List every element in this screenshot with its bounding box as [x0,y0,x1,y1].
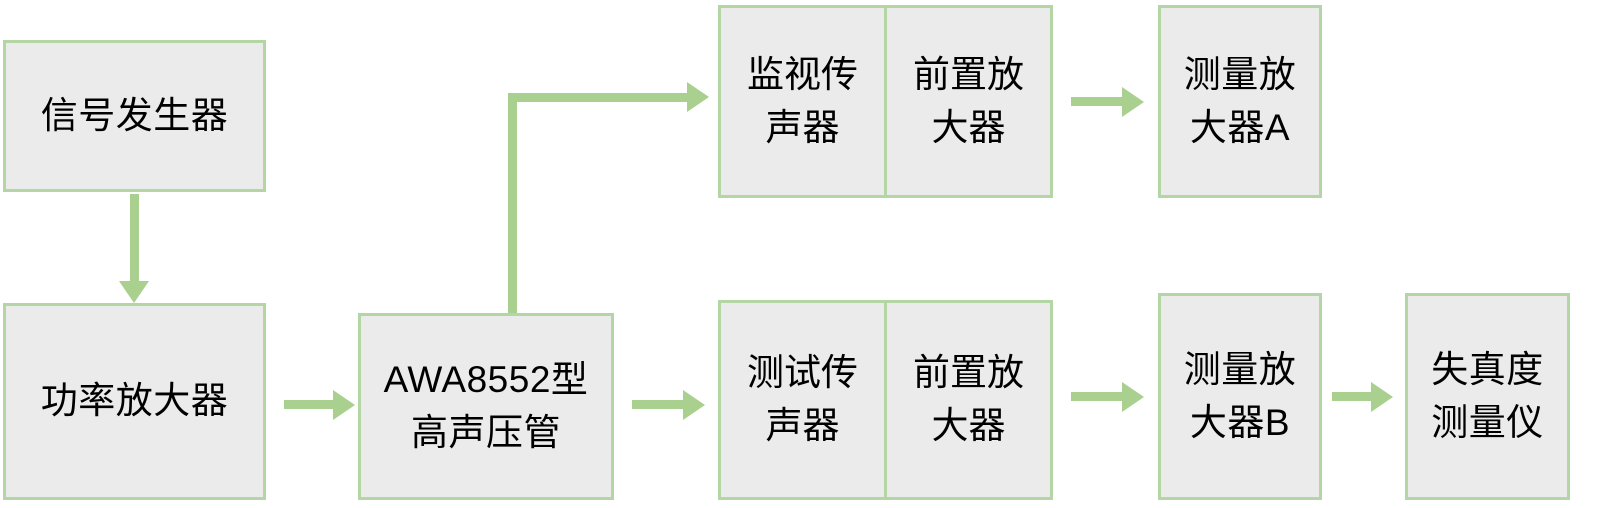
node-monitor-microphone-line2: 声器 [765,106,840,148]
node-measuring-amplifier-b[interactable]: 测量放 大器B [1158,293,1322,500]
arrow-head-right-icon [1371,382,1393,412]
node-preamplifier-bottom[interactable]: 前置放 大器 [887,303,1050,497]
connector-line-vertical [508,93,517,313]
node-awa8552-line2: 高声压管 [411,411,561,453]
connector-line-horizontal [284,400,334,409]
node-distortion-meter-line1: 失真度 [1431,348,1544,390]
node-measuring-amplifier-a-line2: 大器A [1189,106,1291,148]
node-preamplifier-top-line1: 前置放 [913,53,1024,95]
node-power-amplifier[interactable]: 功率放大器 [3,303,266,500]
node-power-amplifier-label: 功率放大器 [40,380,229,422]
node-monitor-microphone[interactable]: 监视传 声器 [721,8,887,195]
node-measuring-amplifier-b-line1: 测量放 [1183,348,1297,390]
node-preamplifier-bottom-line1: 前置放 [913,352,1024,394]
node-measuring-amplifier-b-line2: 大器B [1189,401,1291,443]
node-test-microphone[interactable]: 测试传 声器 [721,303,887,497]
node-awa8552-line1: AWA8552型 [383,358,589,400]
connector-line-horizontal [632,400,684,409]
node-distortion-meter[interactable]: 失真度 测量仪 [1405,293,1570,500]
arrow-head-right-icon [1122,87,1144,117]
arrow-head-down-icon [119,281,149,303]
node-group-test-microphone-preamplifier: 测试传 声器 前置放 大器 [718,300,1053,500]
arrow-head-right-icon [1122,382,1144,412]
arrow-head-right-icon [683,390,705,420]
connector-line-horizontal [508,93,688,102]
node-test-microphone-line2: 声器 [765,405,840,446]
node-measuring-amplifier-a[interactable]: 测量放 大器A [1158,5,1322,198]
connector-line-horizontal [1071,97,1123,106]
connector-line-horizontal [1071,392,1123,401]
node-distortion-meter-line2: 测量仪 [1431,401,1544,443]
node-preamplifier-top-line2: 大器 [931,106,1006,148]
node-group-monitor-microphone-preamplifier: 监视传 声器 前置放 大器 [718,5,1053,198]
arrow-head-right-icon [333,390,355,420]
node-monitor-microphone-line1: 监视传 [747,53,858,95]
node-measuring-amplifier-a-line1: 测量放 [1183,53,1297,95]
connector-line-horizontal [1332,392,1378,401]
connector-line-vertical [130,194,139,282]
node-preamplifier-bottom-line2: 大器 [931,405,1006,446]
node-test-microphone-line1: 测试传 [747,352,858,394]
node-preamplifier-top[interactable]: 前置放 大器 [887,8,1050,195]
node-awa8552-high-sound-pressure-tube[interactable]: AWA8552型 高声压管 [358,313,614,500]
arrow-head-right-icon [687,82,709,112]
node-signal-generator-label: 信号发生器 [40,94,229,136]
node-signal-generator[interactable]: 信号发生器 [3,40,266,192]
